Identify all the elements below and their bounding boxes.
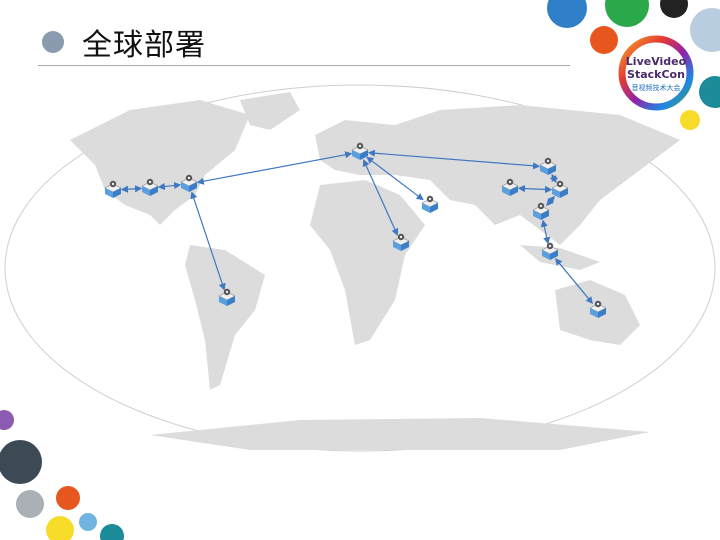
server-node-brazil [218, 288, 236, 306]
server-node-east-africa [392, 233, 410, 251]
server-node-us-east [180, 174, 198, 192]
page-title: 全球部署 [82, 28, 206, 63]
svg-text:音视频技术大会: 音视频技术大会 [632, 83, 681, 92]
server-node-china-east [551, 180, 569, 198]
link-china-south-southeast-asia [540, 219, 551, 245]
link-southeast-asia-australia [554, 258, 594, 304]
link-us-east-europe [196, 151, 353, 185]
server-node-southeast-asia [541, 242, 559, 260]
link-china-north-china-east [549, 173, 559, 184]
server-node-europe [351, 142, 369, 160]
link-us-central-us-east [157, 181, 182, 191]
link-us-east-brazil [190, 191, 226, 291]
server-node-us-west [104, 180, 122, 198]
world-map [4, 84, 716, 452]
server-node-middle-east [421, 195, 439, 213]
livevideostackcon-logo: LiveVideo StackCon 音视频技术大会 [618, 35, 694, 111]
link-china-west-china-east [517, 185, 553, 193]
server-node-china-north [539, 157, 557, 175]
title-divider [38, 65, 570, 66]
link-europe-china-north [367, 149, 541, 170]
server-node-china-south [532, 202, 550, 220]
server-node-us-central [141, 178, 159, 196]
server-node-china-west [501, 178, 519, 196]
title-bullet-icon [42, 31, 64, 53]
svg-text:LiveVideo: LiveVideo [626, 55, 687, 68]
link-europe-east-africa [362, 159, 399, 236]
link-us-west-us-central [120, 185, 143, 193]
link-china-east-china-south [546, 195, 555, 207]
server-node-australia [589, 300, 607, 318]
svg-text:StackCon: StackCon [627, 68, 685, 81]
